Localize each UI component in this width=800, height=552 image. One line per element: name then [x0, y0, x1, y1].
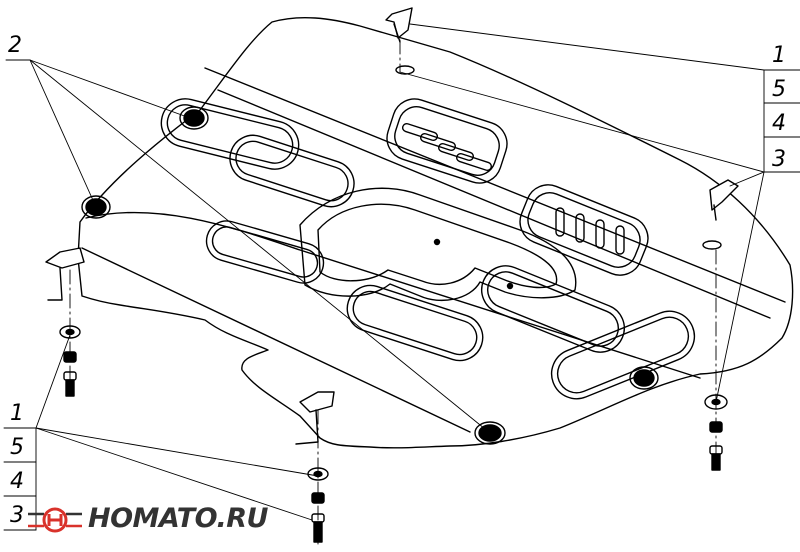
leader-2-a — [29, 59, 191, 119]
leader-3-right — [399, 71, 765, 173]
callout-left-1: 1 — [10, 401, 24, 426]
slot-top — [395, 65, 415, 75]
logo-mark-icon — [28, 507, 82, 533]
center-emboss-inner — [317, 203, 558, 289]
callout-right-4: 4 — [772, 111, 786, 136]
leader-5-right — [715, 171, 765, 403]
leader-2-c — [29, 59, 491, 434]
vent-right — [519, 184, 649, 276]
bracket-icon-left — [45, 247, 85, 301]
stiffening-slots — [160, 98, 696, 400]
bracket-icon-top — [385, 7, 413, 43]
leader-4-right — [729, 171, 765, 187]
plate-inner-edge — [217, 89, 771, 319]
callout-left-3: 3 — [10, 503, 24, 528]
leader-2-b — [29, 59, 97, 208]
leader-4-left — [35, 427, 319, 477]
leader-1-right — [409, 23, 765, 71]
mount-holes-rings — [81, 106, 659, 445]
callout-left-5: 5 — [10, 435, 24, 460]
callout-right-3: 3 — [772, 147, 786, 172]
callout-right-1: 1 — [772, 43, 786, 68]
callout-right-5: 5 — [772, 77, 786, 102]
watermark-logo-text: HOMATO.RU — [88, 503, 268, 534]
vent-left — [386, 98, 508, 184]
skid-plate-outline — [77, 16, 794, 449]
bracket-icon-right — [709, 179, 739, 221]
plate-fold-lower — [85, 211, 701, 379]
slot-right — [702, 240, 722, 250]
plate-fold-left — [81, 247, 471, 433]
leader-3-left — [35, 427, 313, 521]
callout-left-4: 4 — [10, 469, 24, 494]
leader-1-left — [35, 334, 71, 429]
plate-fold-upper — [204, 67, 786, 303]
callout-2: 2 — [8, 33, 22, 58]
center-emboss — [299, 187, 577, 302]
